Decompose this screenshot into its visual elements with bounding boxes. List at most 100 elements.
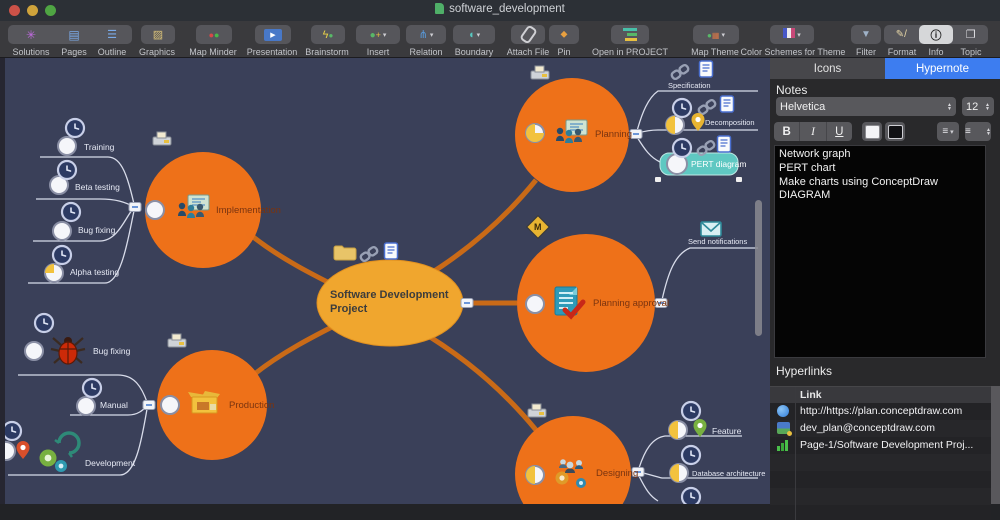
subtopic-pert-diagram[interactable]: PERT diagram — [691, 159, 747, 169]
column-divider — [795, 387, 796, 403]
clock-icon — [64, 117, 86, 139]
page-chart-icon — [777, 439, 790, 451]
bold-button[interactable]: B — [774, 122, 801, 141]
graphics-icon: ▨ — [152, 29, 164, 41]
hyperlink-icon — [669, 62, 691, 82]
collapse-node-implementation[interactable] — [128, 201, 142, 213]
subtopic-development[interactable]: Development — [85, 458, 136, 468]
graphics-button[interactable]: ▨ — [141, 25, 175, 44]
subtopic-bug-fixing[interactable]: Bug fixing — [78, 225, 116, 235]
subtopic-beta-testing[interactable]: Beta testing — [75, 182, 120, 192]
subtopic-decomposition[interactable]: Decomposition — [705, 118, 755, 127]
chevron-down-icon: ▾ — [429, 31, 434, 39]
map-minder-icon: ●● — [208, 29, 220, 40]
open-in-project-button[interactable] — [611, 25, 649, 44]
subtopic-bug-fixing-2[interactable]: Bug fixing — [93, 346, 131, 356]
brainstorm-icon: ϟ● — [322, 28, 334, 41]
hyperlinks-section-label: Hyperlinks — [776, 364, 833, 378]
color-schemes-button[interactable]: ▾ — [770, 25, 814, 44]
panel-scrollbar-gutter[interactable] — [991, 386, 1000, 504]
document-icon — [435, 3, 445, 14]
font-family-select[interactable]: Helvetica ▲▼ — [776, 97, 956, 116]
filter-button[interactable]: ▼ — [851, 25, 881, 44]
solutions-button[interactable]: ✳ — [11, 25, 51, 44]
minimize-button[interactable] — [27, 5, 38, 16]
subtopic-send-notifications[interactable]: Send notifications — [688, 237, 748, 246]
filter-icon: ▼ — [861, 29, 871, 40]
text-color-button[interactable] — [862, 122, 882, 141]
presentation-icon: ▶ — [264, 28, 282, 41]
close-button[interactable] — [9, 5, 20, 16]
hyperlink-icon — [696, 97, 718, 117]
subtopic-feature[interactable]: Feature — [712, 426, 742, 436]
boundary-button[interactable]: ◖▾ — [453, 25, 495, 44]
progress-fill-75 — [526, 124, 544, 142]
planning-label[interactable]: Planning — [595, 129, 632, 140]
envelope-icon — [700, 221, 722, 237]
mindmap-canvas[interactable]: Software Development Project Implementat… — [0, 58, 770, 504]
production-label[interactable]: Production — [229, 400, 275, 411]
tab-icons[interactable]: Icons — [770, 58, 885, 79]
notes-textarea[interactable]: Network graph PERT chart Make charts usi… — [774, 145, 986, 358]
clock-icon — [56, 159, 78, 181]
italic-button[interactable]: I — [800, 122, 827, 141]
clock-icon — [60, 201, 82, 223]
relation-button[interactable]: ⋔▾ — [406, 25, 446, 44]
printer-icon — [527, 403, 547, 418]
attach-file-label: Attach File — [506, 47, 550, 57]
subtopic-training[interactable]: Training — [84, 142, 115, 152]
clock-icon — [33, 312, 55, 334]
selection-handle[interactable] — [736, 177, 742, 182]
insert-topic-icon: ●+ — [369, 29, 381, 41]
empty-row — [770, 488, 991, 506]
map-minder-label: Map Minder — [189, 47, 237, 57]
map-minder-button[interactable]: ●● — [196, 25, 232, 44]
hyperlink-row[interactable]: Page-1/Software Development Proj... — [770, 437, 991, 455]
insert-button[interactable]: ●+▾ — [356, 25, 400, 44]
format-label: Format — [887, 47, 917, 57]
collapse-node-production[interactable] — [142, 399, 156, 411]
subtopic-manual[interactable]: Manual — [100, 400, 128, 410]
subtopic-alpha-testing[interactable]: Alpha testing — [70, 267, 120, 277]
outline-button[interactable]: ☰ — [95, 25, 129, 44]
topic-planning-approval[interactable] — [517, 234, 655, 372]
chevron-down-icon: ▾ — [721, 31, 725, 39]
format-button[interactable]: ✎/ — [884, 25, 919, 44]
topic-designing[interactable] — [515, 416, 631, 504]
outline-icon: ☰ — [107, 29, 117, 41]
zoom-button[interactable] — [45, 5, 56, 16]
background-color-button[interactable] — [885, 122, 905, 141]
center-topic-label[interactable]: Software Development Project — [330, 289, 449, 315]
printer-icon — [167, 333, 187, 348]
printer-icon — [152, 131, 172, 146]
map-theme-button[interactable]: ●▦▾ — [693, 25, 739, 44]
tab-hypernote[interactable]: Hypernote — [885, 58, 1000, 79]
info-button[interactable]: ⓘ — [918, 25, 954, 44]
canvas-vertical-scrollbar[interactable] — [755, 200, 762, 336]
selection-handle[interactable] — [655, 177, 661, 182]
subtopic-database-architecture[interactable]: Database architecture — [692, 469, 766, 478]
brainstorm-button[interactable]: ϟ● — [311, 25, 345, 44]
hyperlink-row[interactable]: http://https://plan.conceptdraw.com — [770, 403, 991, 421]
underline-button[interactable]: U — [835, 125, 844, 138]
list-style-button[interactable]: ≡▾ — [937, 122, 959, 141]
topic-button[interactable]: ❐ — [953, 25, 988, 44]
collapse-node-center-right[interactable] — [460, 297, 474, 309]
presentation-button[interactable]: ▶ — [255, 25, 291, 44]
hyperlink-row[interactable]: dev_plan@conceptdraw.com — [770, 420, 991, 438]
implementation-label[interactable]: Implementation — [216, 205, 281, 216]
info-panel: Icons Hypernote Notes Helvetica ▲▼ 12 ▲▼… — [770, 58, 1000, 520]
planning-approval-label[interactable]: Planning approval — [593, 298, 670, 309]
hyperlinks-header: Link — [770, 386, 991, 404]
solutions-label: Solutions — [12, 47, 50, 57]
globe-icon — [777, 405, 789, 417]
pin-button[interactable]: ⬥ — [549, 25, 579, 44]
designing-label[interactable]: Designing — [596, 468, 639, 479]
font-size-stepper[interactable]: 12 ▲▼ — [962, 97, 994, 116]
alignment-button[interactable]: ≡▲▼ — [965, 122, 991, 141]
subtopic-specification[interactable]: Specification — [668, 81, 711, 90]
pages-button[interactable]: ▤ — [59, 25, 89, 44]
attach-file-button[interactable] — [511, 24, 545, 45]
column-divider — [795, 420, 796, 437]
